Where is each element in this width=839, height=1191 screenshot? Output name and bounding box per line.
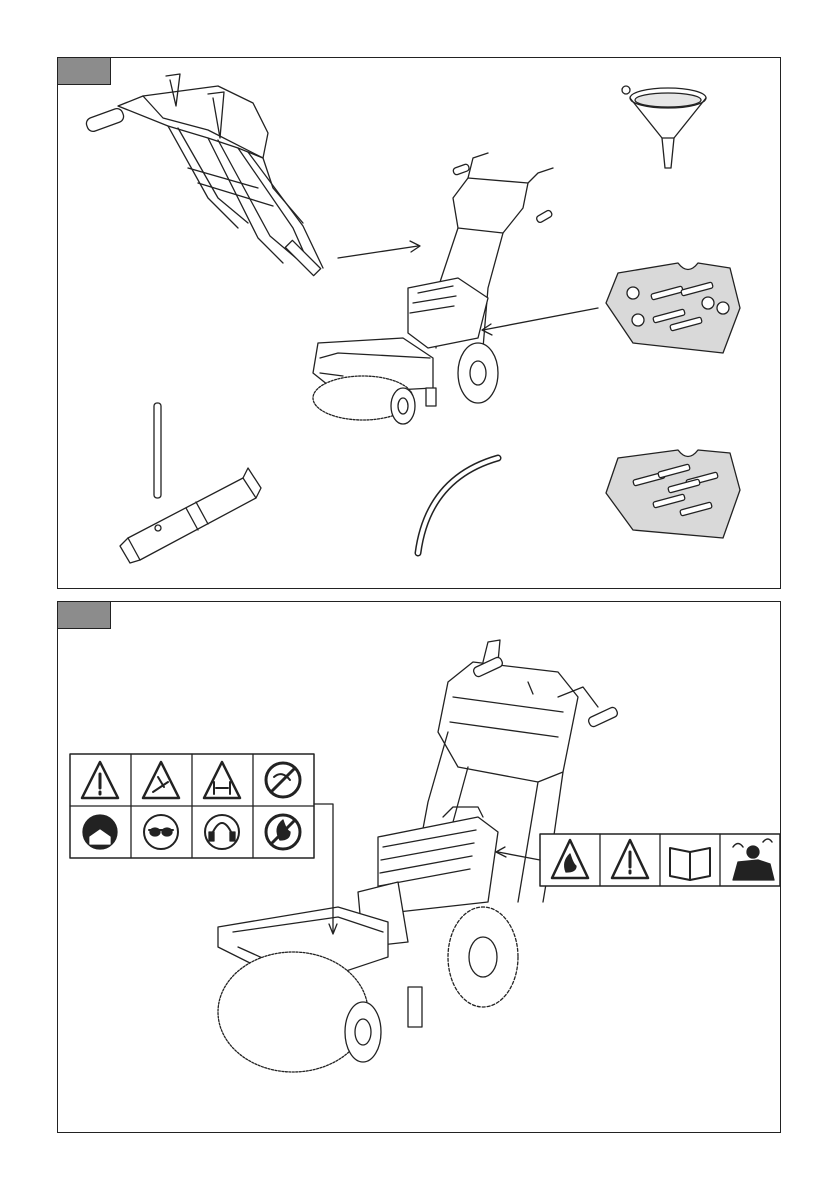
handle-assembly bbox=[85, 74, 323, 276]
arrow-handle-to-machine bbox=[338, 246, 418, 258]
right-safety-label bbox=[540, 834, 780, 886]
safety-labels-figure bbox=[57, 601, 781, 1133]
tube-wrench bbox=[120, 403, 261, 563]
read-manual-icon bbox=[83, 815, 117, 849]
arrow-bag-to-machine bbox=[483, 308, 598, 330]
funnel bbox=[622, 86, 706, 168]
bolt-bag-1 bbox=[606, 263, 740, 353]
contents-figure bbox=[57, 57, 781, 589]
bolt-bag-2 bbox=[606, 450, 740, 538]
hose bbox=[418, 458, 498, 553]
left-safety-label bbox=[70, 754, 314, 858]
sweeper-machine bbox=[313, 153, 553, 424]
